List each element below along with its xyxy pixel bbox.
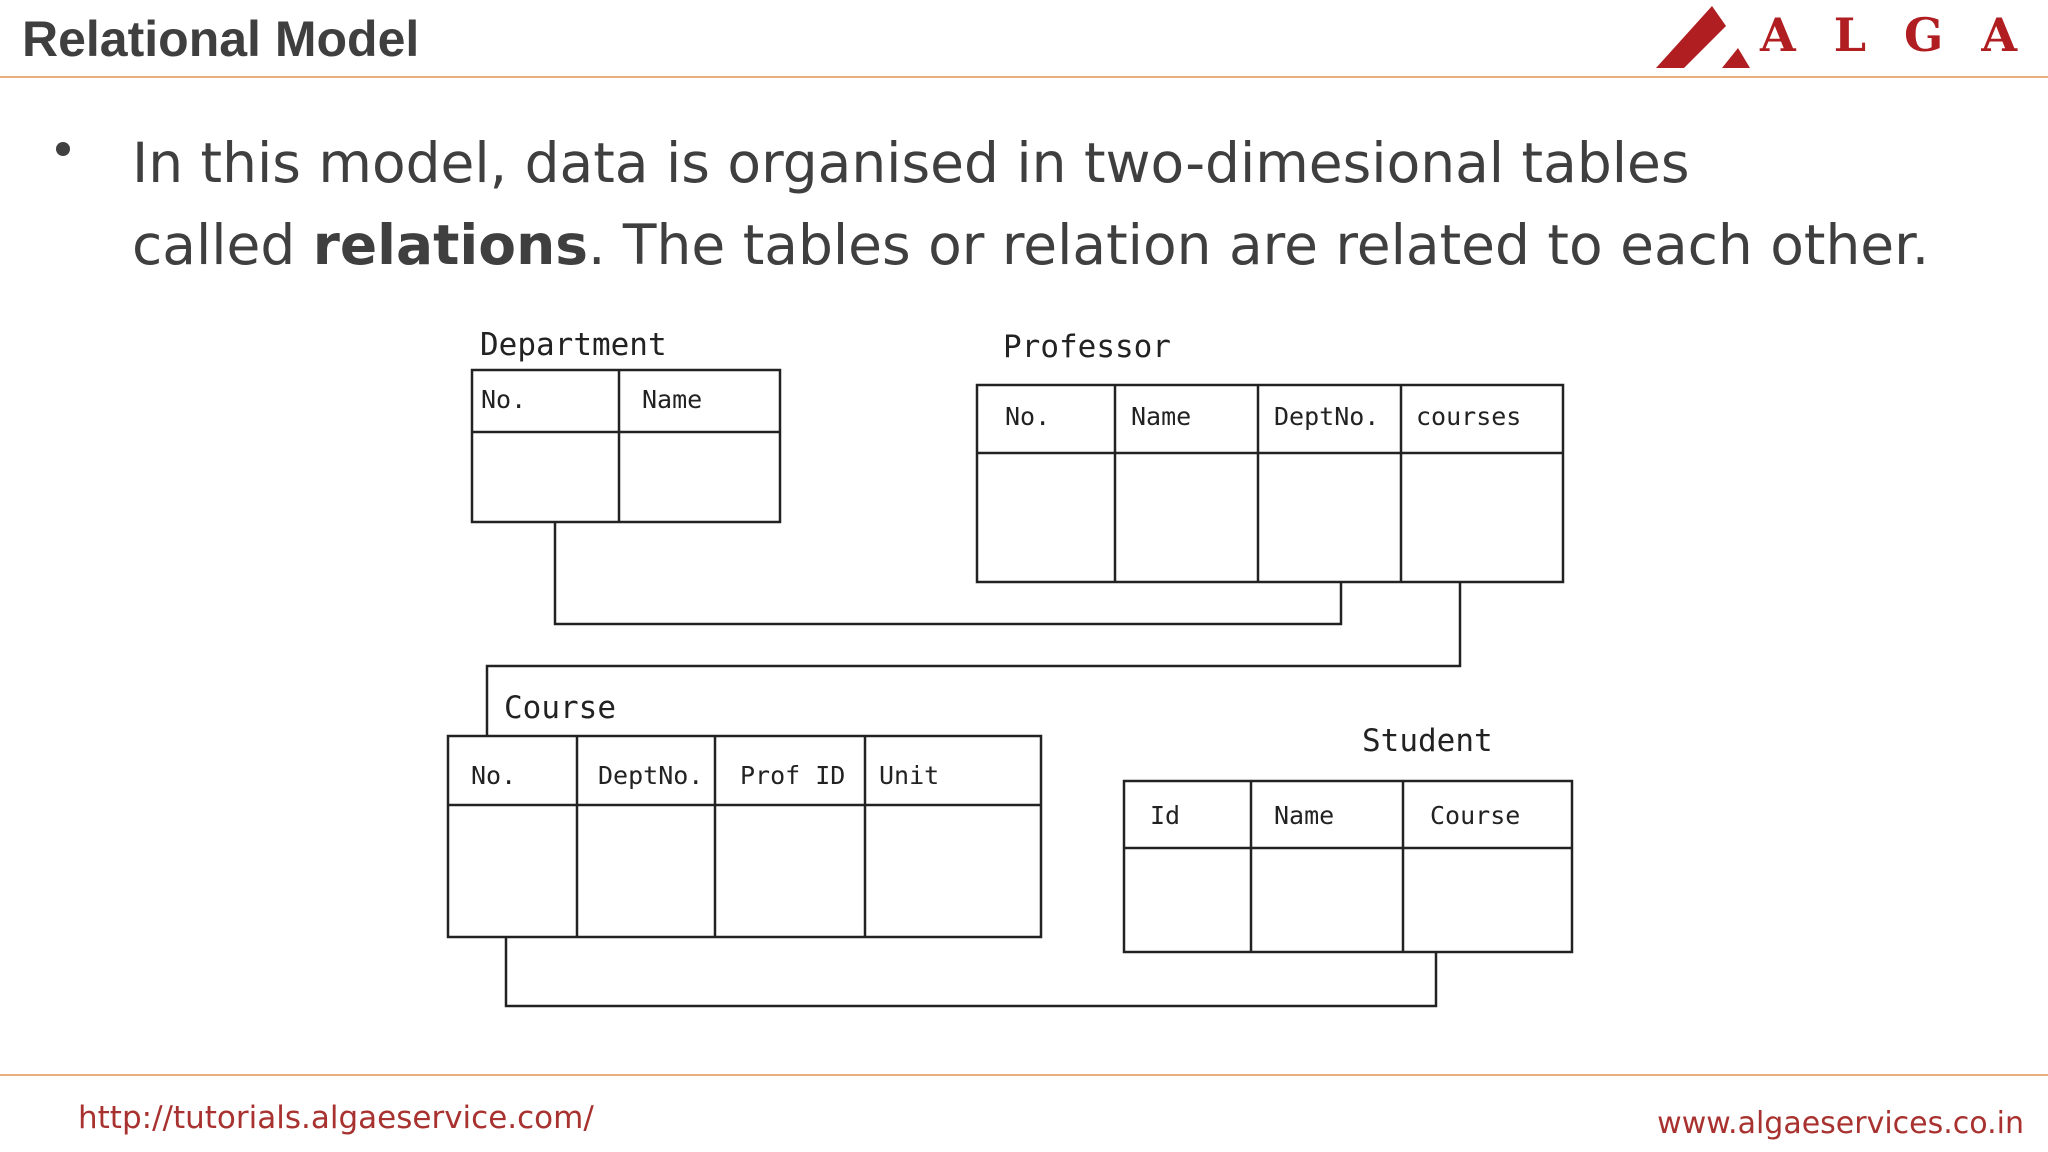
department-column-header: No. xyxy=(481,385,526,414)
student-column-header: Course xyxy=(1430,801,1520,830)
student-table-name: Student xyxy=(1362,723,1493,759)
student-column-header: Name xyxy=(1274,801,1334,830)
professor-table-name: Professor xyxy=(1003,329,1171,365)
professor-column-header: Name xyxy=(1131,402,1191,431)
course-column-header: Prof ID xyxy=(740,761,845,790)
course-table-name: Course xyxy=(504,690,616,726)
course-column-header: Unit xyxy=(879,761,939,790)
course-column-header: DeptNo. xyxy=(598,761,703,790)
department-table-name: Department xyxy=(480,327,667,363)
website-link[interactable]: www.algaeservices.co.in xyxy=(1657,1106,2024,1141)
department-column-header: Name xyxy=(642,385,702,414)
tutorials-link[interactable]: http://tutorials.algaeservice.com/ xyxy=(78,1100,594,1136)
professor-column-header: courses xyxy=(1416,402,1521,431)
footer-divider xyxy=(0,1074,2048,1076)
course-column-header: No. xyxy=(471,761,516,790)
professor-column-header: No. xyxy=(1005,402,1050,431)
student-column-header: Id xyxy=(1150,801,1180,830)
slide-title: Relational Model xyxy=(22,11,420,67)
bullet-line-2-prefix: called xyxy=(132,213,313,277)
algae-logo-icon xyxy=(1656,6,1750,68)
bullet-text: In this model, data is organised in two-… xyxy=(132,122,1992,286)
bullet-line-2-suffix: . The tables or relation are related to … xyxy=(587,213,1930,277)
bullet-icon xyxy=(56,142,70,156)
bullet-keyword: relations xyxy=(312,213,588,277)
bullet-line-1: In this model, data is organised in two-… xyxy=(132,131,1690,195)
professor-column-header: DeptNo. xyxy=(1274,402,1379,431)
header-divider xyxy=(0,76,2048,78)
logo-text: ALGAE xyxy=(1760,8,2048,62)
